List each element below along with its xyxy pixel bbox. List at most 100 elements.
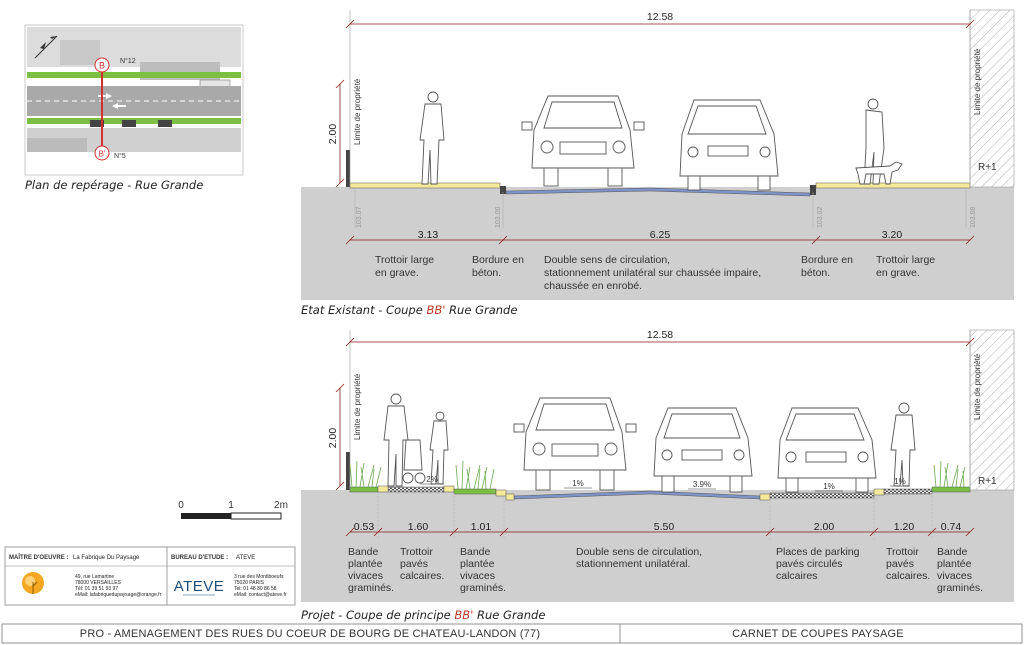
moa-logo-icon	[22, 572, 44, 594]
project-caption-bb: BB'	[454, 608, 473, 622]
pedestrian-icon	[419, 91, 445, 185]
existing-desc-line: chaussée en enrobé.	[544, 280, 642, 292]
existing-ground	[301, 187, 1014, 300]
project-desc-line: stationnement unilatéral.	[576, 558, 690, 570]
project-height-dim: 2.00	[327, 428, 339, 449]
existing-desc-line: stationnement unilatéral sur chaussée im…	[544, 267, 761, 279]
existing-desc-line: Trottoir large	[375, 254, 434, 266]
project-desc-line: calcaires.	[886, 570, 930, 582]
be-address-line: eMail: contact@ateve.fr	[234, 592, 287, 598]
footer-document-title: CARNET DE COUPES PAYSAGE	[732, 628, 904, 640]
scale-label: 2m	[274, 500, 288, 511]
project-desc-line: vivaces	[348, 570, 383, 582]
existing-section	[301, 9, 1015, 300]
project-desc-1: Trottoir pavés calcaires.	[400, 546, 444, 582]
plan-map	[24, 24, 244, 176]
existing-desc-line: Bordure en	[472, 254, 524, 266]
existing-desc-line: Trottoir large	[876, 254, 935, 266]
be-address-line: 3 rue des Montiboeufs	[234, 574, 284, 580]
be-address-line: Tel: 01 48 80 86 58	[234, 586, 277, 592]
car-rear-icon	[777, 407, 877, 493]
slope-label: 3.9%	[693, 480, 711, 489]
car-front-icon	[653, 407, 753, 493]
project-section	[301, 329, 1015, 602]
existing-desc-1: Bordure en béton.	[472, 254, 524, 279]
plan-marker-top: B	[99, 61, 105, 71]
project-desc-4: Places de parking pavés circulés calcair…	[776, 546, 860, 582]
existing-elevations: 103.07 103.00 103.02 103.08	[356, 206, 977, 228]
project-desc-line: Trottoir	[886, 546, 919, 558]
project-desc-line: plantée	[937, 558, 972, 570]
cartouche: MAÎTRE D'OEUVRE : La Fabrique Du Paysage…	[4, 546, 296, 606]
person-with-dog-icon	[855, 98, 903, 185]
existing-caption: Etat Existant - Coupe BB' Rue Grande	[301, 303, 517, 317]
child-pedestrian-icon	[429, 411, 449, 485]
project-desc-5: Trottoir pavés calcaires.	[886, 546, 930, 582]
project-dim: 5.50	[654, 521, 675, 533]
existing-desc-4: Trottoir large en grave.	[876, 254, 935, 279]
existing-building-hatch	[969, 9, 1015, 188]
existing-dim: 3.13	[418, 229, 439, 241]
existing-dim: 6.25	[650, 229, 671, 241]
project-desc-line: vivaces	[937, 570, 972, 582]
car-rear-icon	[679, 99, 779, 191]
planting-icon	[349, 460, 382, 488]
moa-address-line: 49, rue Lamartine	[75, 574, 114, 580]
scale-label: 0	[178, 500, 184, 511]
project-level: R+1	[978, 476, 997, 487]
adult-with-stroller-icon	[383, 393, 426, 487]
project-desc-line: graminés.	[460, 582, 506, 594]
project-dim: 1.20	[894, 521, 915, 533]
existing-caption-bb: BB'	[426, 303, 445, 317]
existing-caption-prefix: Etat Existant - Coupe	[301, 303, 426, 317]
project-desc-line: Double sens de circulation,	[576, 546, 702, 558]
existing-desc-3: Bordure en béton.	[801, 254, 853, 279]
project-desc-line: plantée	[460, 558, 495, 570]
moa-name: La Fabrique Du Paysage	[73, 555, 140, 561]
existing-desc-line: en grave.	[375, 267, 419, 279]
slope-label: 1%	[823, 482, 835, 491]
existing-elevation: 103.00	[495, 206, 502, 228]
project-ground	[301, 490, 1014, 602]
project-desc-line: Bande	[460, 546, 491, 558]
car-front-icon	[521, 95, 645, 187]
moa-address-line: eMail: lafabriquedupaysage@orange.fr	[75, 592, 162, 598]
slope-label: 1%	[572, 479, 584, 488]
plan-marker-bottom: B'	[99, 150, 106, 159]
project-caption-prefix: Projet - Coupe de principe	[301, 608, 454, 622]
existing-elevation: 103.07	[356, 206, 363, 228]
be-address-line: 75020 PARIS	[234, 580, 265, 586]
project-desc-line: Bande	[348, 546, 379, 558]
plan-number-bottom: N°5	[114, 152, 126, 160]
existing-desc-line: Bordure en	[801, 254, 853, 266]
slope-label: 2%	[426, 475, 438, 484]
existing-property-limit-right: Limite de propriété	[973, 48, 982, 115]
project-desc-line: pavés	[886, 558, 914, 570]
project-dim: 1.01	[471, 521, 492, 533]
existing-desc-2: Double sens de circulation, stationnemen…	[544, 254, 761, 292]
moa-label: MAÎTRE D'OEUVRE :	[9, 553, 68, 561]
project-property-limit-left: Limite de propriété	[353, 373, 362, 440]
project-desc-line: graminés.	[348, 582, 394, 594]
pedestrian-icon	[890, 402, 916, 487]
project-desc-line: plantée	[348, 558, 383, 570]
project-dim: 0.74	[941, 521, 962, 533]
title-block: PRO - AMENAGEMENT DES RUES DU COEUR DE B…	[1, 623, 1023, 644]
be-logo: ATEVE	[174, 578, 225, 595]
project-desc-line: pavés circulés	[776, 558, 843, 570]
project-desc-line: pavés	[400, 558, 428, 570]
project-dim: 1.60	[408, 521, 429, 533]
existing-elevation: 103.08	[970, 206, 977, 228]
planting-icon	[455, 460, 495, 490]
planting-icon	[933, 460, 966, 488]
existing-desc-line: béton.	[472, 267, 501, 279]
be-name: ATEVE	[236, 555, 255, 561]
project-dim: 0.53	[354, 521, 375, 533]
project-desc-2: Bande plantée vivaces graminés.	[460, 546, 506, 594]
footer-project-title: PRO - AMENAGEMENT DES RUES DU COEUR DE B…	[80, 628, 540, 640]
car-front-icon	[513, 397, 637, 491]
moa-address-line: Tél: 01 39 51 93 97	[75, 586, 118, 592]
north-arrow-icon	[34, 35, 58, 59]
existing-desc-0: Trottoir large en grave.	[375, 254, 434, 279]
project-caption-suffix: Rue Grande	[473, 608, 545, 622]
